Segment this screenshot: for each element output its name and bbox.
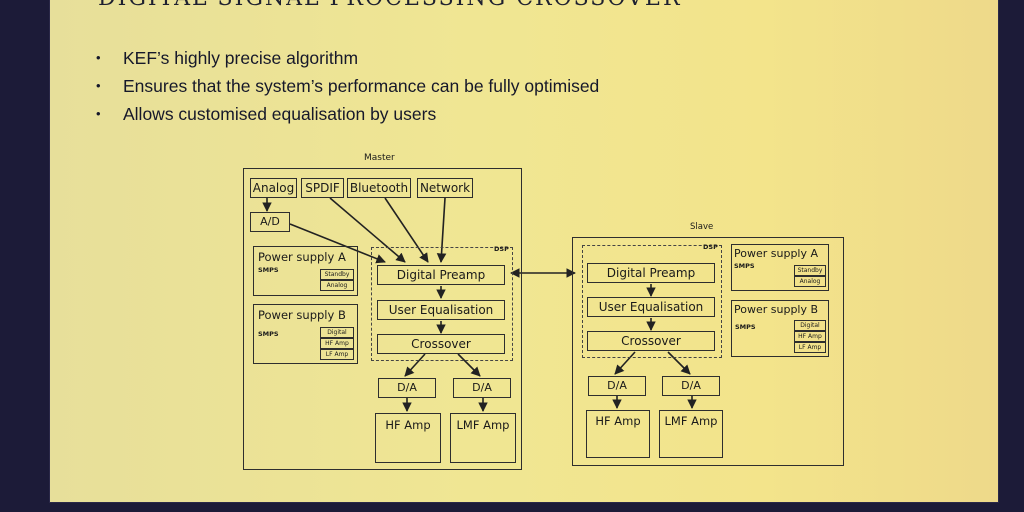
input-spdif: SPDIF — [301, 178, 344, 198]
slave-crossover: Crossover — [587, 331, 715, 351]
master-psu-a: Power supply A SMPS Standby Analog — [253, 246, 358, 296]
bullet-symbol: • — [96, 50, 101, 65]
slide: DIGITAL SIGNAL PROCESSING CROSSOVER •KEF… — [50, 0, 998, 502]
slave-dsp-block — [582, 245, 722, 358]
slave-user-equalisation: User Equalisation — [587, 297, 715, 317]
slave-digital-preamp: Digital Preamp — [587, 263, 715, 283]
input-analog: Analog — [250, 178, 297, 198]
slave-da-2: D/A — [662, 376, 720, 396]
master-psu-b: Power supply B SMPS Digital HF Amp LF Am… — [253, 304, 358, 364]
arrow-bluetooth-preamp — [384, 197, 429, 263]
master-user-equalisation: User Equalisation — [377, 300, 505, 320]
master-hf-amp: HF Amp — [375, 413, 441, 463]
slave-unit — [572, 237, 844, 466]
master-da-1: D/A — [378, 378, 436, 398]
slave-da-1: D/A — [588, 376, 646, 396]
arrow-network-preamp — [436, 197, 447, 263]
arrow-slave-crossover-da2 — [667, 351, 691, 375]
master-crossover: Crossover — [377, 334, 505, 354]
bullet-symbol: • — [96, 78, 101, 93]
slave-hf-amp: HF Amp — [586, 410, 650, 458]
arrow-crossover-da1 — [404, 353, 426, 377]
master-da-2: D/A — [453, 378, 511, 398]
arrow-crossover-da2 — [457, 353, 481, 377]
master-label: Master — [364, 153, 395, 163]
master-unit — [243, 168, 522, 470]
master-lmf-amp: LMF Amp — [450, 413, 516, 463]
slide-title: DIGITAL SIGNAL PROCESSING CROSSOVER — [98, 0, 682, 11]
slave-label: Slave — [690, 222, 714, 232]
master-digital-preamp: Digital Preamp — [377, 265, 505, 285]
arrow-ad-preamp — [289, 223, 386, 264]
arrow-slave-crossover-da1 — [614, 351, 636, 375]
slave-dsp-tag: DSP — [703, 243, 718, 251]
input-bluetooth: Bluetooth — [347, 178, 411, 198]
input-network: Network — [417, 178, 473, 198]
bullet-symbol: • — [96, 106, 101, 121]
projection-screen — [50, 0, 998, 502]
arrow-spdif-preamp — [329, 197, 406, 263]
slave-psu-a: Power supply A SMPS Standby Analog — [731, 244, 829, 291]
slave-psu-b: Power supply B SMPS Digital HF Amp LF Am… — [731, 300, 829, 357]
master-dsp-block — [371, 247, 513, 361]
slave-lmf-amp: LMF Amp — [659, 410, 723, 458]
ad-converter: A/D — [250, 212, 290, 232]
master-dsp-tag: DSP — [494, 245, 509, 253]
